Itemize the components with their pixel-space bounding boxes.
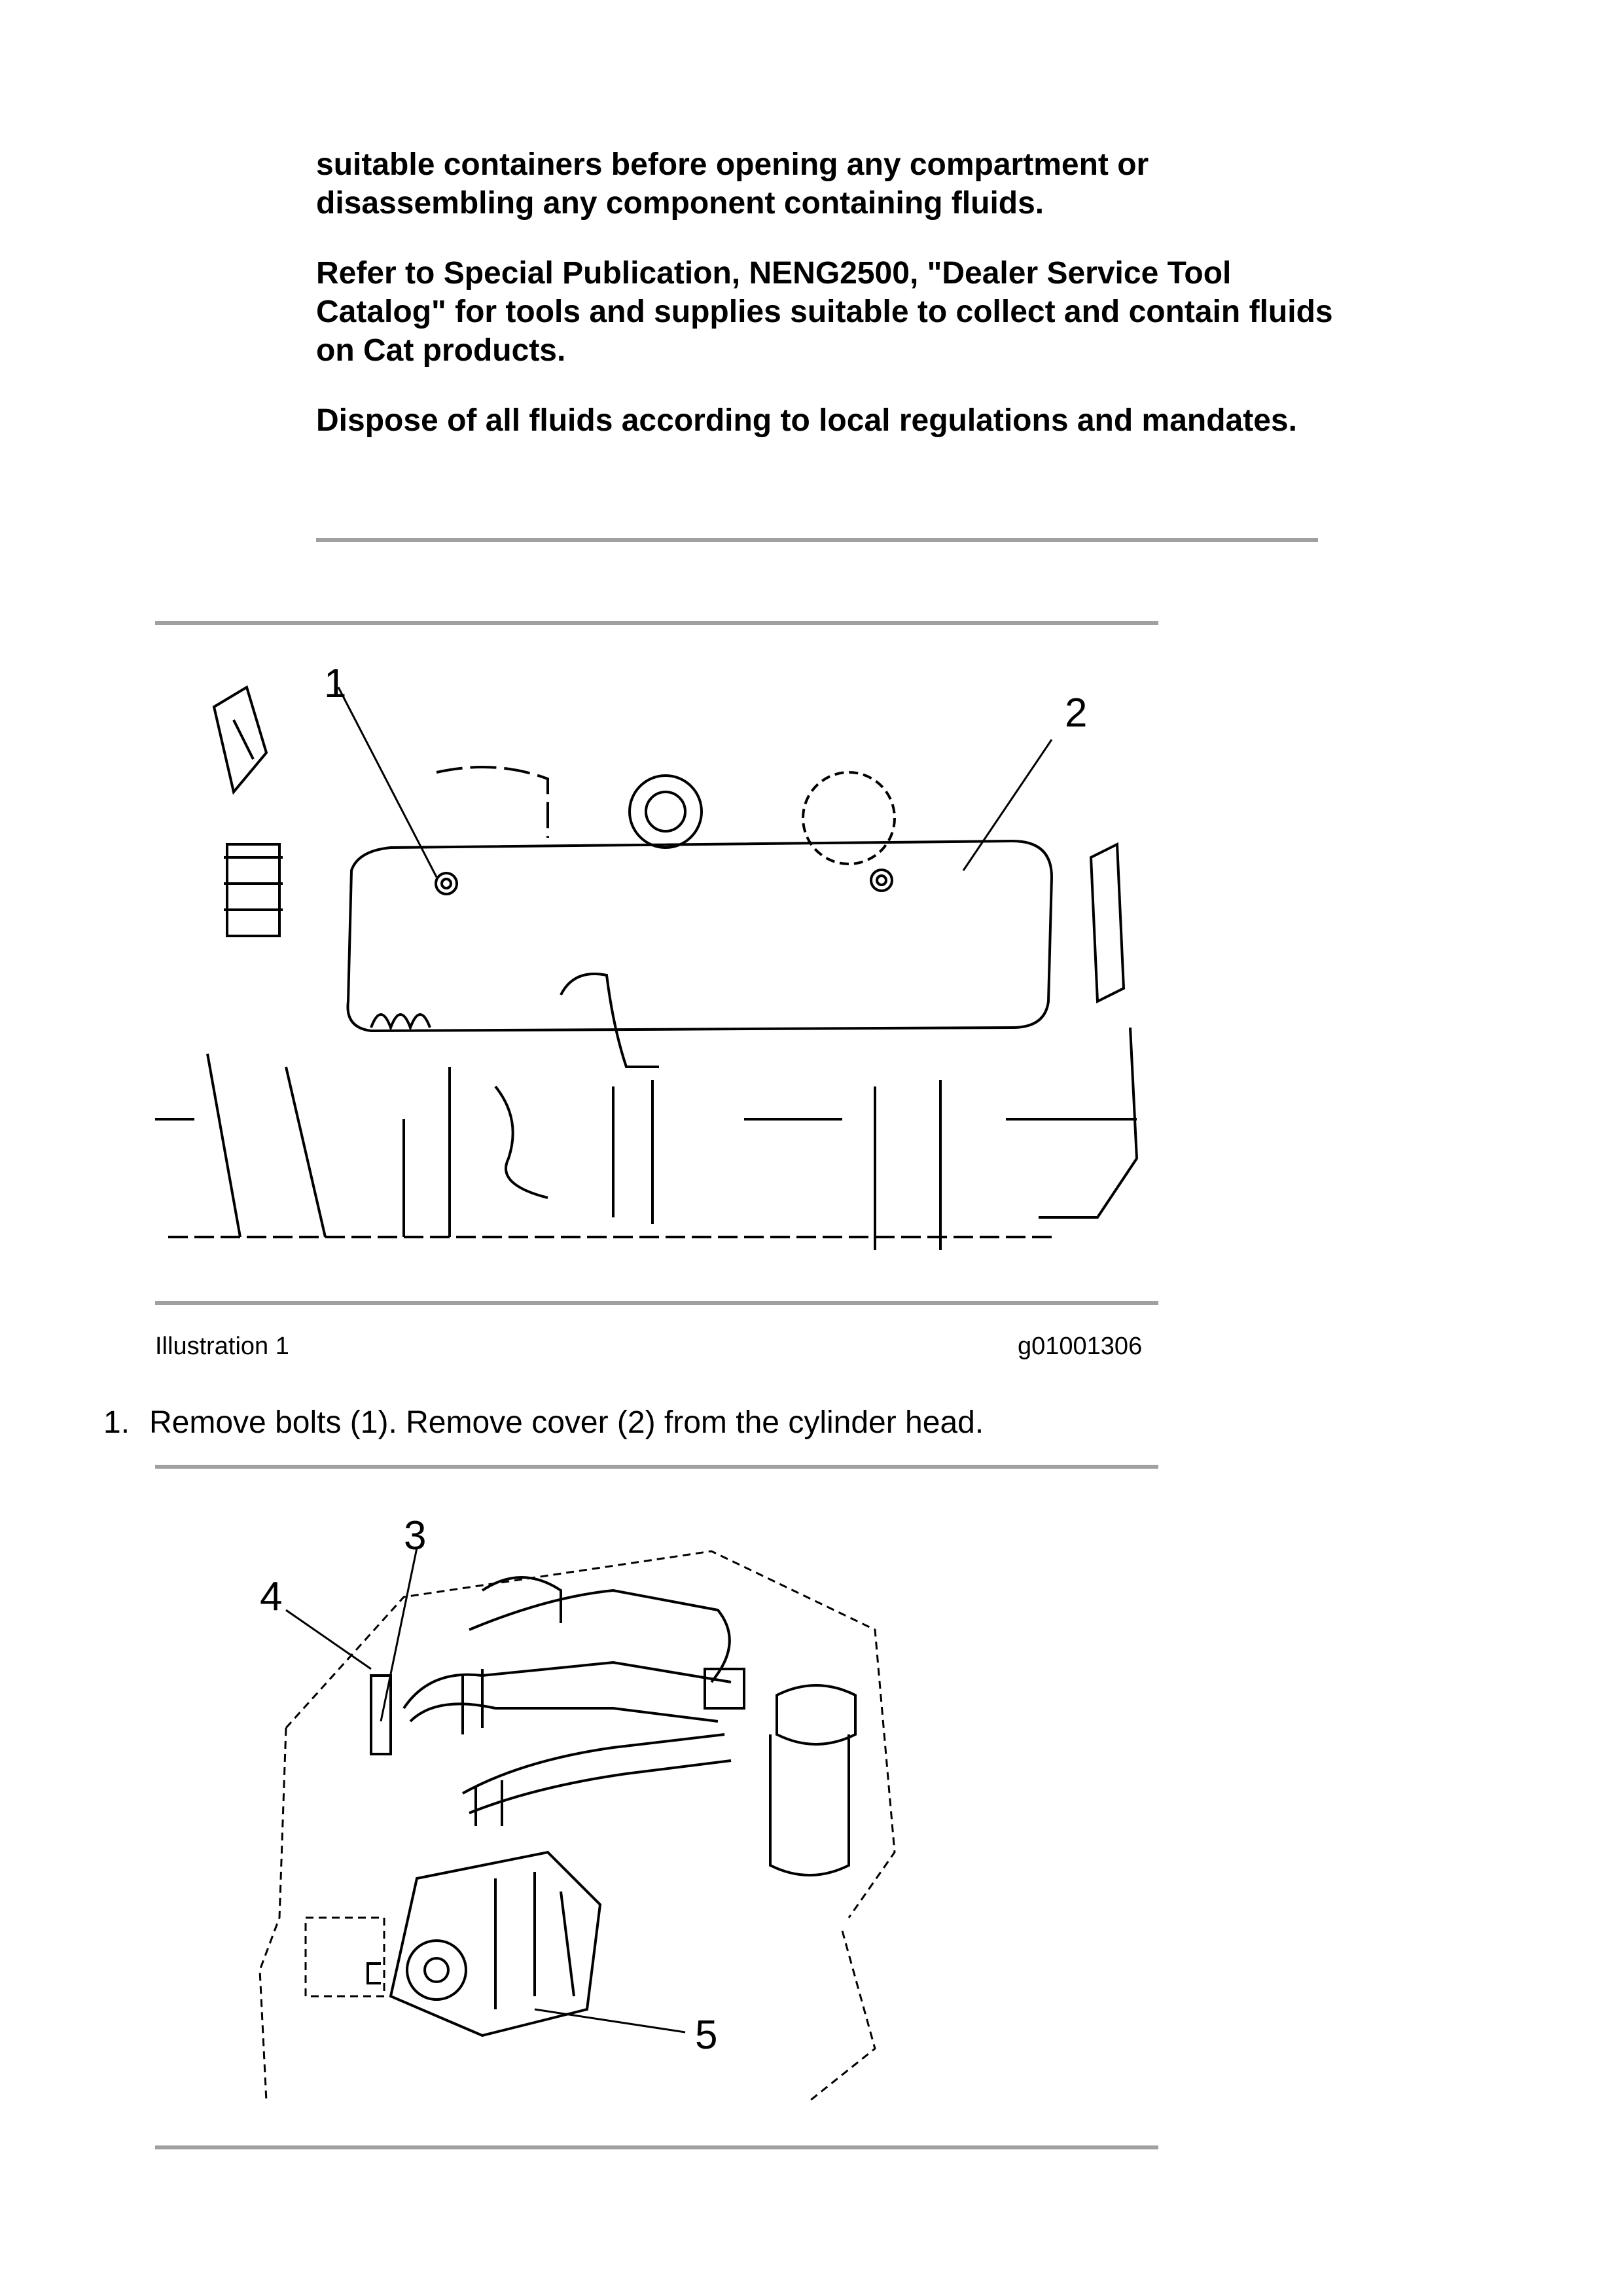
- divider: [316, 538, 1318, 542]
- step-text: Remove bolts (1). Remove cover (2) from …: [149, 1405, 984, 1440]
- warning-paragraph: Dispose of all fluids according to local…: [316, 403, 1297, 438]
- warning-paragraph: Refer to Special Publication, NENG2500, …: [316, 256, 1333, 368]
- step-number: 1.: [103, 1405, 130, 1440]
- illustration-2-fuel-injection-lines: 3 4 5: [259, 1513, 896, 2102]
- callout-2: 2: [1065, 691, 1087, 736]
- step-1: 1. Remove bolts (1). Remove cover (2) fro…: [103, 1405, 984, 1441]
- illustration-label: Illustration 1: [155, 1333, 289, 1360]
- callout-4: 4: [260, 1574, 282, 1619]
- divider: [155, 621, 1158, 625]
- divider: [155, 1301, 1158, 1305]
- warning-paragraph: suitable containers before opening any c…: [316, 147, 1149, 221]
- divider: [155, 1465, 1158, 1469]
- callout-5: 5: [695, 2013, 717, 2058]
- warning-text: suitable containers before opening any c…: [316, 145, 1337, 471]
- divider: [155, 2145, 1158, 2149]
- callout-3: 3: [404, 1513, 426, 1558]
- illustration-code: g01001306: [1018, 1333, 1143, 1360]
- callout-1: 1: [324, 661, 346, 706]
- illustration-1-cylinder-head-cover: 1 2: [155, 661, 1139, 1250]
